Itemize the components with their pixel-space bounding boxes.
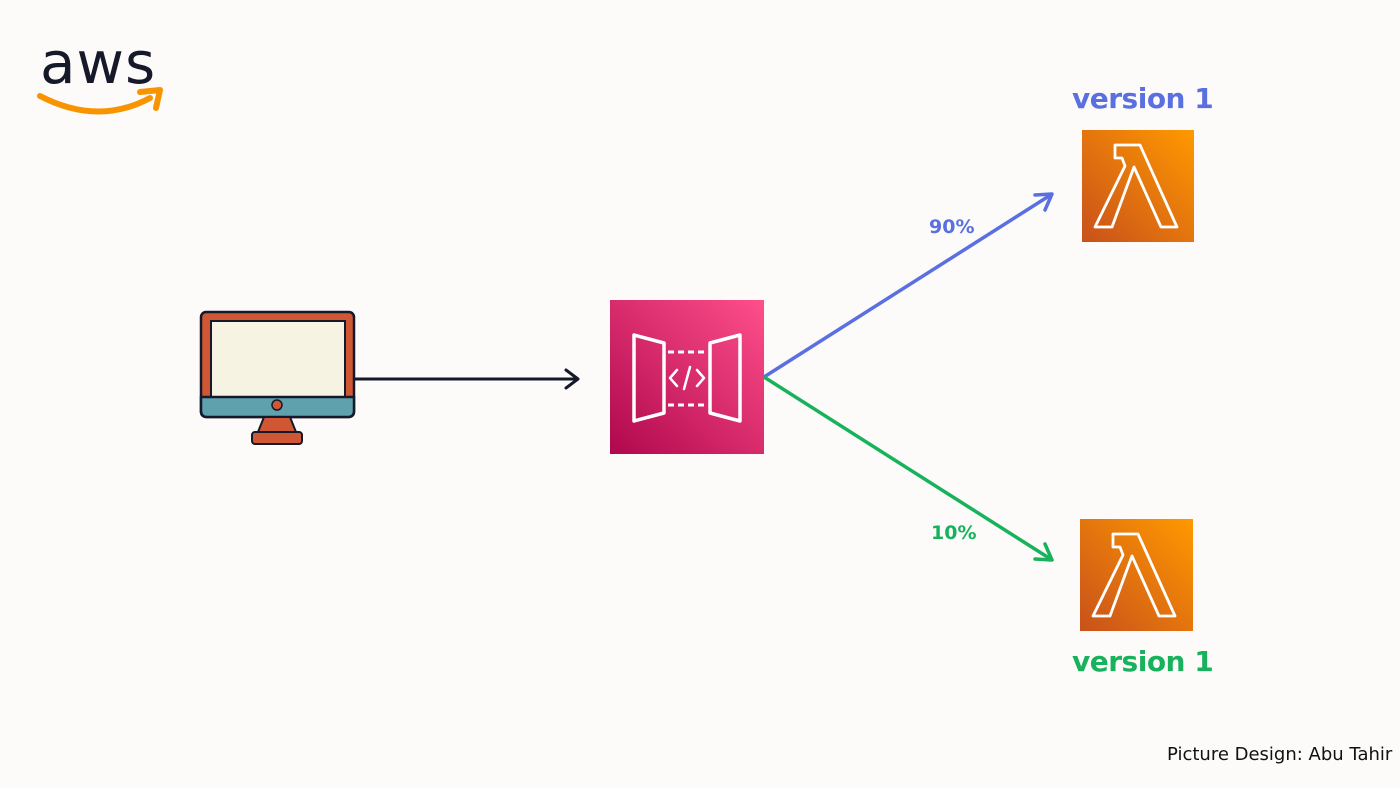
version-top-label: version 1 (1072, 82, 1214, 115)
lambda-icon (1080, 519, 1193, 631)
traffic-10-label: 10% (931, 522, 977, 544)
picture-credit: Picture Design: Abu Tahir (1167, 744, 1393, 765)
gateway-to-bottom-arrow (763, 375, 1054, 562)
client-to-gateway-arrow (354, 368, 580, 390)
desktop-monitor-icon (199, 310, 356, 445)
version-bottom-label: version 1 (1072, 645, 1214, 678)
traffic-90-label: 90% (929, 216, 975, 238)
aws-logo-text: aws (40, 29, 157, 97)
aws-smile-arrow-icon (37, 87, 163, 115)
api-gateway-icon (610, 300, 764, 454)
gateway-to-top-arrow (763, 192, 1054, 379)
aws-logo: aws (36, 34, 166, 120)
lambda-icon (1082, 130, 1194, 242)
